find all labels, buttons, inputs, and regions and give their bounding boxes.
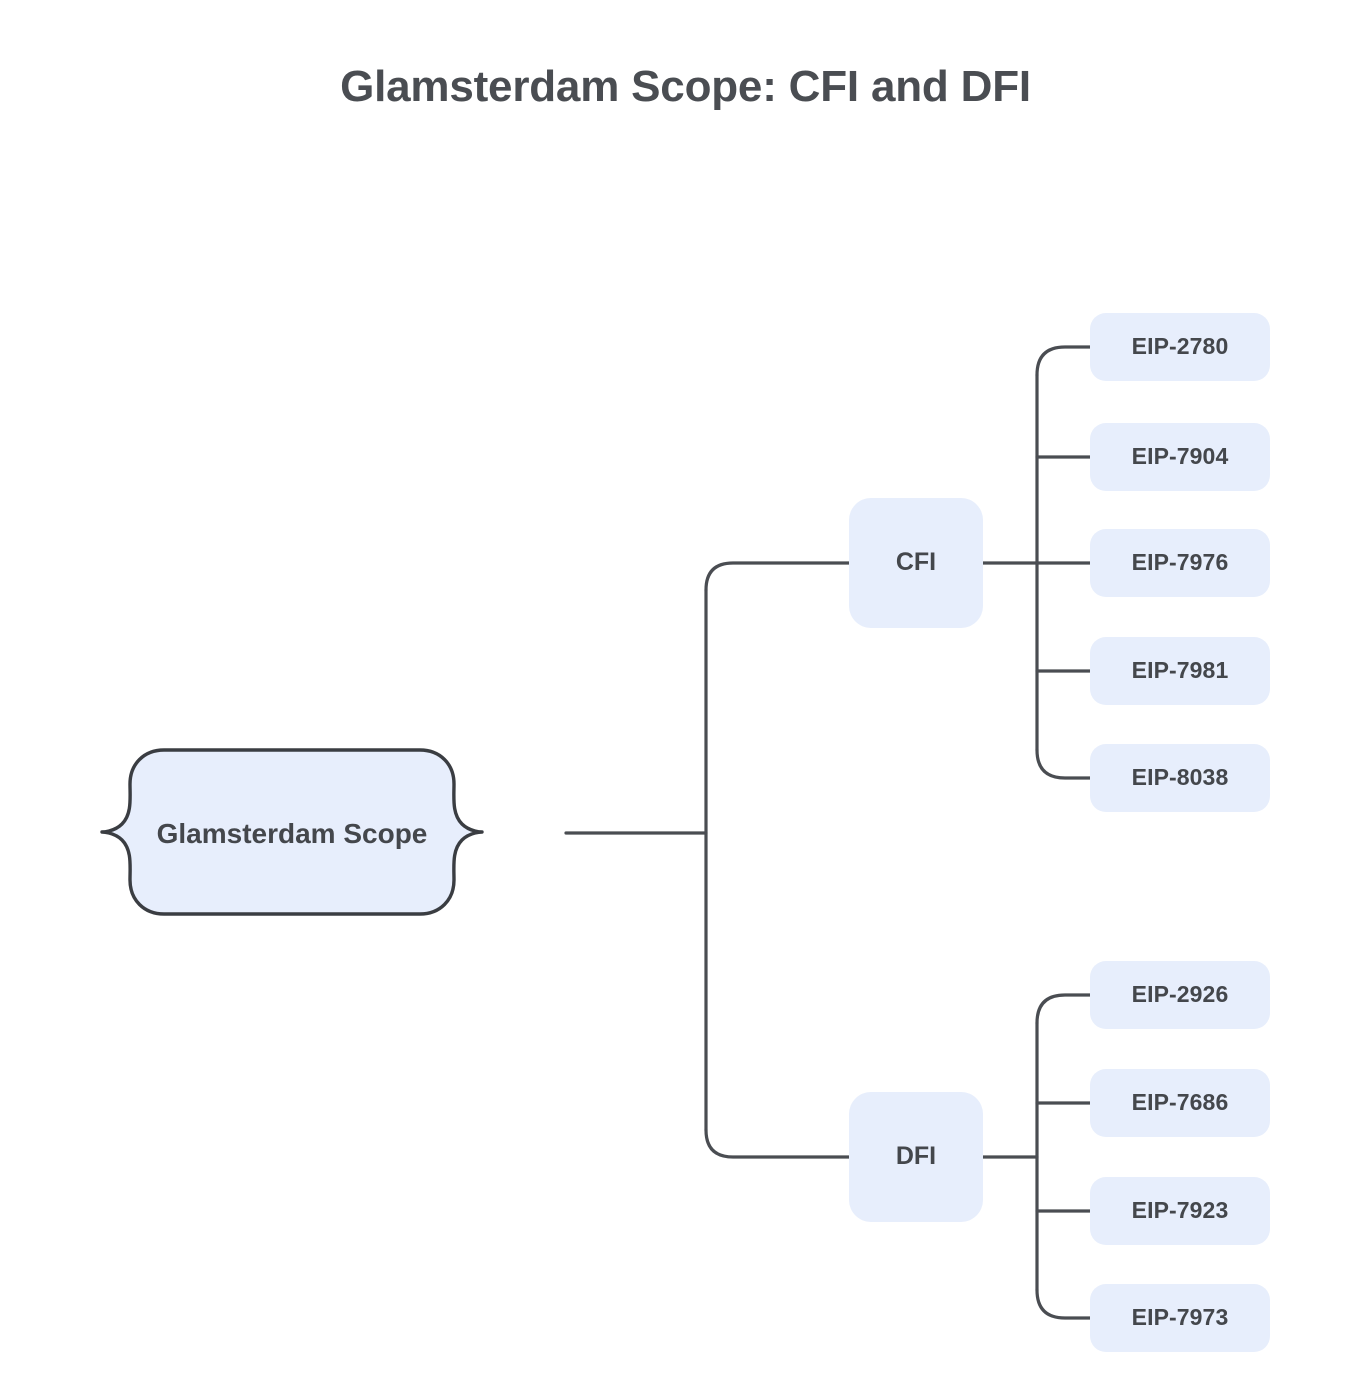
- node-branch-dfi[interactable]: DFI: [849, 1092, 983, 1222]
- node-leaf-eip-2926-label: EIP-2926: [1131, 981, 1229, 1008]
- node-leaf-eip-7973[interactable]: EIP-7973: [1090, 1284, 1270, 1352]
- edge-dfi-to-eip-7973: [1035, 1288, 1092, 1320]
- edge-trunk-to-dfi: [704, 1128, 851, 1159]
- node-leaf-eip-7976[interactable]: EIP-7976: [1090, 529, 1270, 597]
- edge-cfi-to-eip-2780: [1035, 345, 1092, 377]
- edge-trunk-to-cfi: [704, 561, 851, 592]
- node-leaf-eip-7904[interactable]: EIP-7904: [1090, 423, 1270, 491]
- node-root[interactable]: Glamsterdam Scope: [44, 736, 540, 932]
- node-leaf-eip-7923[interactable]: EIP-7923: [1090, 1177, 1270, 1245]
- node-leaf-eip-7686[interactable]: EIP-7686: [1090, 1069, 1270, 1137]
- edge-cfi-to-eip-8038: [1035, 748, 1092, 780]
- node-leaf-eip-7976-label: EIP-7976: [1131, 549, 1229, 576]
- node-leaf-eip-2780[interactable]: EIP-2780: [1090, 313, 1270, 381]
- node-leaf-eip-2926[interactable]: EIP-2926: [1090, 961, 1270, 1029]
- node-leaf-eip-7904-label: EIP-7904: [1131, 443, 1229, 470]
- node-leaf-eip-7923-label: EIP-7923: [1131, 1197, 1229, 1224]
- node-leaf-eip-8038-label: EIP-8038: [1131, 764, 1229, 791]
- node-leaf-eip-7981-label: EIP-7981: [1131, 657, 1229, 684]
- node-leaf-eip-7981[interactable]: EIP-7981: [1090, 637, 1270, 705]
- node-branch-dfi-label: DFI: [895, 1142, 937, 1171]
- diagram-title: Glamsterdam Scope: CFI and DFI: [340, 62, 1031, 111]
- node-leaf-eip-7973-label: EIP-7973: [1131, 1304, 1229, 1331]
- node-branch-cfi[interactable]: CFI: [849, 498, 983, 628]
- node-leaf-eip-2780-label: EIP-2780: [1131, 333, 1229, 360]
- node-leaf-eip-7686-label: EIP-7686: [1131, 1089, 1229, 1116]
- node-root-shape: [100, 748, 484, 916]
- node-root-label: Glamsterdam Scope: [156, 818, 428, 849]
- node-branch-cfi-label: CFI: [895, 548, 937, 577]
- node-leaf-eip-8038[interactable]: EIP-8038: [1090, 744, 1270, 812]
- edge-dfi-to-eip-2926: [1035, 993, 1092, 1025]
